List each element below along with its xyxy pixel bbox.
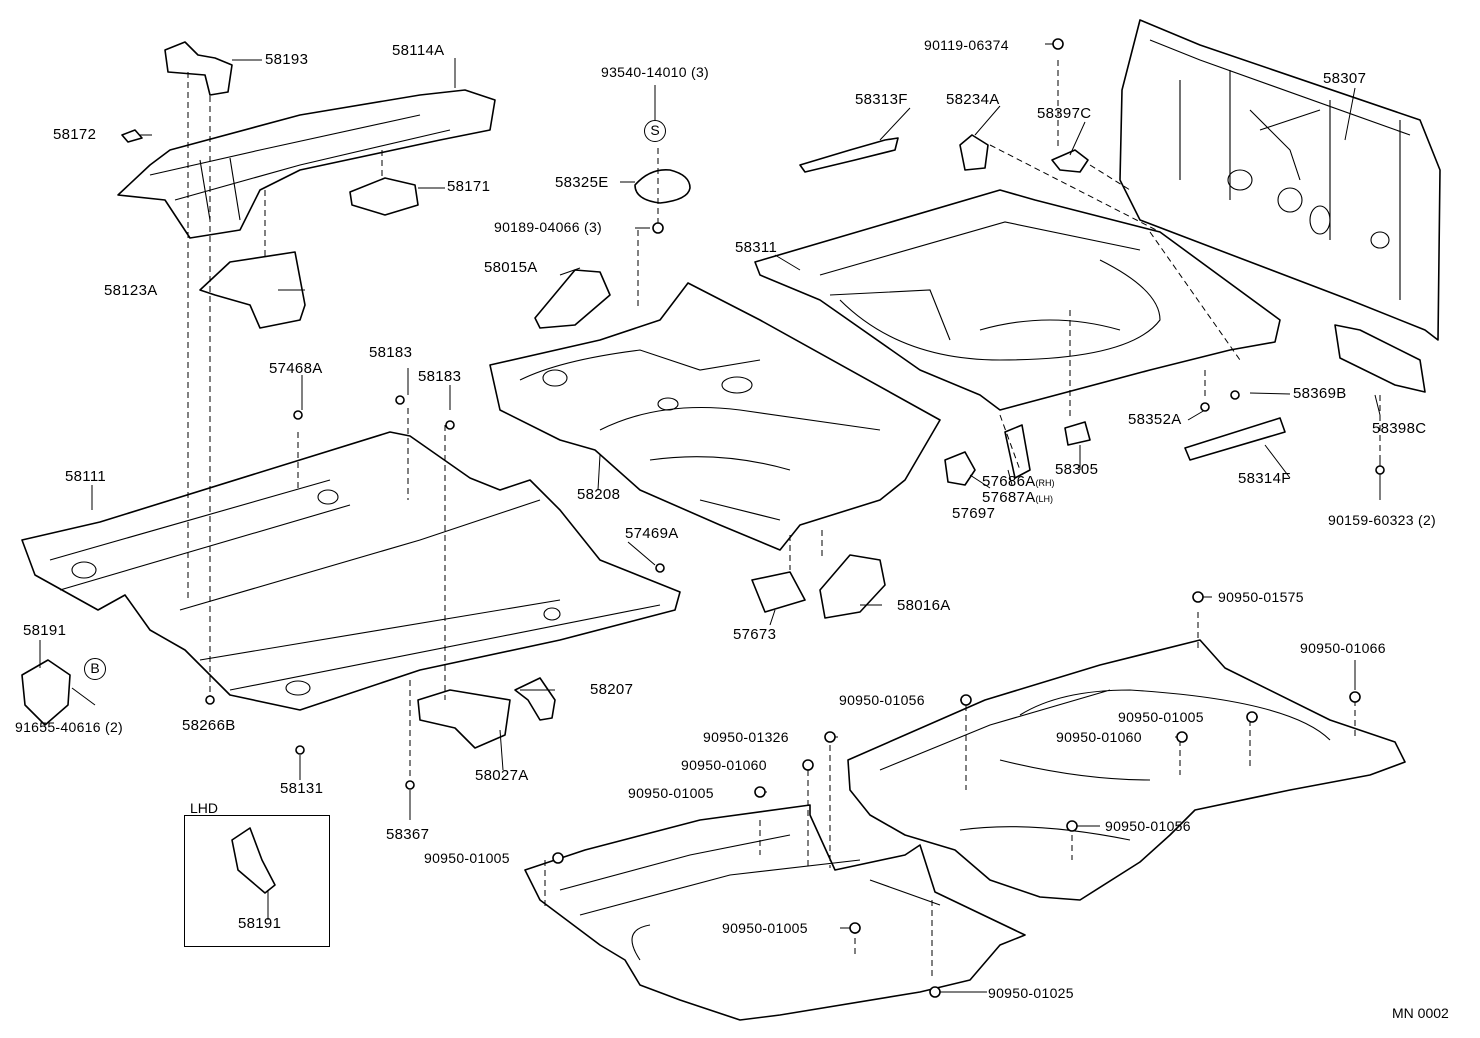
part-label-58313F: 58313F — [855, 91, 908, 108]
part-label-90950-01060b: 90950-01060 — [681, 757, 767, 773]
bracket-57686A — [1004, 424, 1031, 479]
cover-58015A — [534, 269, 611, 329]
part-label-90950-01056b: 90950-01056 — [1105, 818, 1191, 834]
rail-58314F — [1184, 417, 1286, 461]
part-label-90950-01025: 90950-01025 — [988, 985, 1074, 1001]
part-label-58367: 58367 — [386, 826, 430, 843]
center-floor-part — [489, 282, 941, 551]
rear-floor-pan-part — [754, 189, 1281, 411]
bracket-58305 — [1064, 421, 1091, 446]
cap-57673 — [751, 571, 806, 613]
part-label-93540: 93540-14010 (3) — [601, 64, 710, 80]
part-label-58131: 58131 — [280, 780, 324, 797]
part-label-58111: 58111 — [65, 468, 106, 485]
part-label-58398C: 58398C — [1372, 420, 1427, 437]
b-callout-mark: B — [84, 658, 106, 680]
part-label-90159: 90159-60323 (2) — [1328, 512, 1437, 528]
bracket-58027A — [417, 689, 511, 749]
bracket-58398C — [1334, 324, 1426, 393]
part-label-58307: 58307 — [1323, 70, 1367, 87]
part-label-58171: 58171 — [447, 178, 491, 195]
part-label-57697: 57697 — [952, 505, 996, 522]
rail-58313F — [799, 137, 899, 173]
bracket-58234A — [959, 134, 989, 171]
part-label-58183b: 58183 — [418, 368, 462, 385]
part-label-90950-01066: 90950-01066 — [1300, 640, 1386, 656]
bracket-58172 — [121, 129, 143, 143]
part-label-90950-01056a: 90950-01056 — [839, 692, 925, 708]
part-label-58266B: 58266B — [182, 717, 236, 734]
part-label-57469A: 57469A — [625, 525, 679, 542]
part-label-57468A: 57468A — [269, 360, 323, 377]
part-label-58172: 58172 — [53, 126, 97, 143]
side-rh: (RH) — [1035, 478, 1055, 488]
part-label-58311: 58311 — [735, 239, 778, 256]
lhd-inset-title: LHD — [190, 800, 219, 816]
bracket-lhd-58191 — [231, 827, 276, 894]
part-label-58314F: 58314F — [1238, 470, 1291, 487]
part-label-90950-01326: 90950-01326 — [703, 729, 789, 745]
bracket-58191 — [21, 659, 71, 726]
part-label-90119: 90119-06374 — [924, 37, 1009, 53]
part-label-91655: 91655-40616 (2) — [15, 719, 124, 735]
part-number-57687A: 57687A — [982, 489, 1036, 506]
part-label-90950-01575: 90950-01575 — [1218, 589, 1304, 605]
figure-code: MN 0002 — [1392, 1005, 1449, 1021]
part-label-58208: 58208 — [577, 486, 621, 503]
part-label-58397C: 58397C — [1037, 105, 1092, 122]
part-label-lhd-58191: 58191 — [238, 915, 282, 932]
cover-58016A — [819, 554, 886, 619]
side-lh: (LH) — [1035, 494, 1054, 504]
part-label-90189: 90189-04066 (3) — [494, 219, 603, 235]
part-label-57673: 57673 — [733, 626, 777, 643]
part-label-58305: 58305 — [1055, 461, 1099, 478]
part-label-58369B: 58369B — [1293, 385, 1347, 402]
bracket-57697 — [944, 451, 976, 486]
fastener-markers — [205, 38, 1385, 998]
part-label-90950-01005a: 90950-01005 — [1118, 709, 1204, 725]
part-label-58027A: 58027A — [475, 767, 529, 784]
part-label-58015A: 58015A — [484, 259, 538, 276]
part-label-57687A: 57687A(LH) — [982, 490, 1053, 507]
rear-silencer-part — [847, 639, 1406, 901]
bracket-58171 — [349, 177, 419, 216]
cap-58325E — [634, 168, 691, 204]
bracket-58207 — [514, 677, 556, 721]
tunnel-reinforcement-part — [117, 89, 496, 239]
part-label-58191: 58191 — [23, 622, 67, 639]
part-label-58352A: 58352A — [1128, 411, 1182, 428]
part-label-58016A: 58016A — [897, 597, 951, 614]
front-floor-part — [21, 431, 681, 711]
rear-panel-part — [1119, 19, 1441, 341]
part-label-90950-01005d: 90950-01005 — [722, 920, 808, 936]
s-callout-mark: S — [644, 120, 666, 142]
bracket-58397C — [1051, 149, 1089, 173]
bracket-58193 — [164, 41, 233, 96]
part-label-58325E: 58325E — [555, 174, 609, 191]
part-label-58193: 58193 — [265, 51, 309, 68]
front-silencer-part — [524, 804, 1026, 1021]
part-label-58207: 58207 — [590, 681, 634, 698]
part-label-90950-01060a: 90950-01060 — [1056, 729, 1142, 745]
part-label-58183a: 58183 — [369, 344, 413, 361]
lhd-inset-box — [184, 815, 330, 947]
part-number-57686A: 57686A — [982, 473, 1036, 490]
part-label-90950-01005b: 90950-01005 — [628, 785, 714, 801]
part-label-58123A: 58123A — [104, 282, 158, 299]
part-label-58234A: 58234A — [946, 91, 1000, 108]
part-label-90950-01005c: 90950-01005 — [424, 850, 510, 866]
part-label-58114A: 58114A — [392, 42, 445, 59]
part-label-57686A: 57686A(RH) — [982, 474, 1055, 491]
bracket-58123A — [199, 251, 306, 329]
